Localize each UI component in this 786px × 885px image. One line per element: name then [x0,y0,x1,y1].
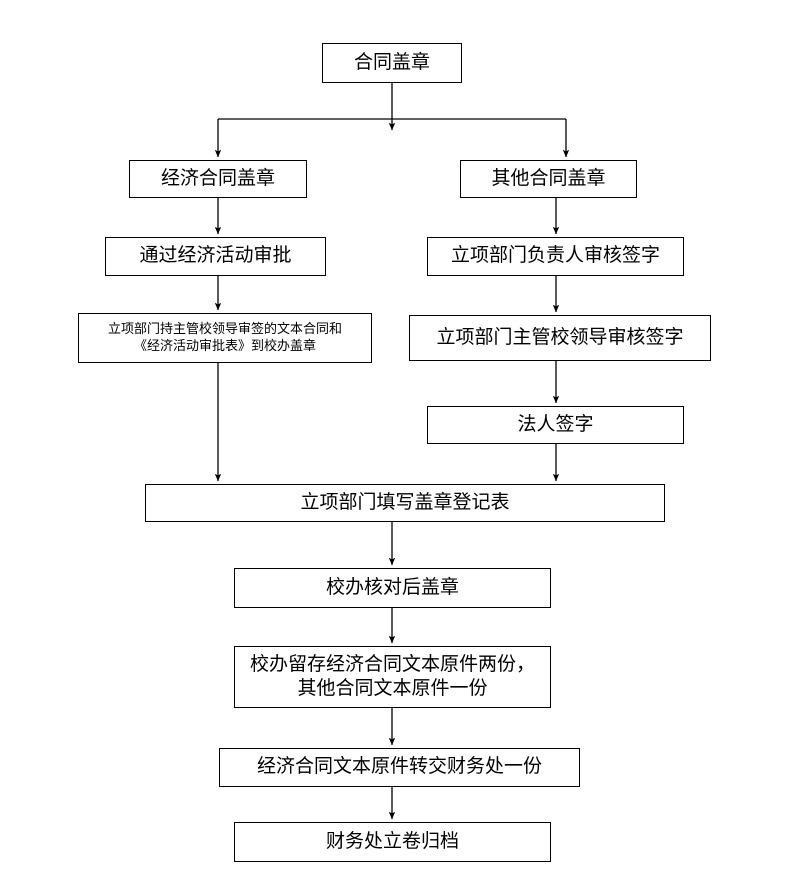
node-transfer-to-finance[interactable]: 经济合同文本原件转交财务处一份 [219,748,580,787]
node-fill-seal-register[interactable]: 立项部门填写盖章登记表 [145,484,665,522]
node-bring-documents-to-office[interactable]: 立项部门持主管校领导审签的文本合同和 《经济活动审批表》到校办盖章 [78,313,372,363]
node-school-leader-signature[interactable]: 立项部门主管校领导审核签字 [409,315,711,361]
node-economic-activity-approval[interactable]: 通过经济活动审批 [105,237,326,276]
node-other-contract-seal[interactable]: 其他合同盖章 [460,160,637,198]
node-economic-contract-seal[interactable]: 经济合同盖章 [129,160,307,198]
node-contract-seal[interactable]: 合同盖章 [322,43,462,83]
node-department-head-signature[interactable]: 立项部门负责人审核签字 [427,237,684,276]
node-legal-person-signature[interactable]: 法人签字 [427,406,684,444]
node-office-verify-and-seal[interactable]: 校办核对后盖章 [234,568,551,608]
node-finance-archive[interactable]: 财务处立卷归档 [234,822,551,862]
node-office-retains-originals[interactable]: 校办留存经济合同文本原件两份， 其他合同文本原件一份 [234,646,551,708]
